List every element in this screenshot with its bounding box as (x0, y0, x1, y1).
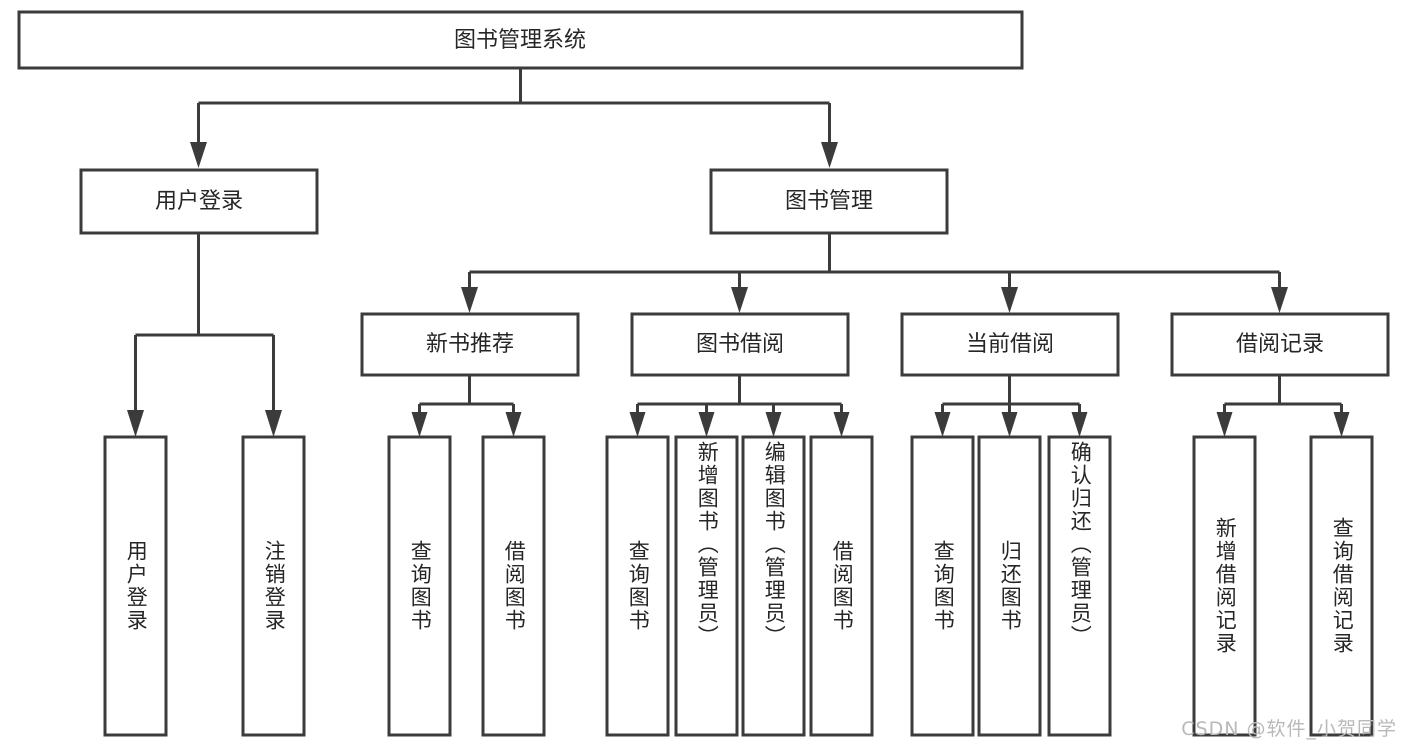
node-root-label: 图书管理系统 (454, 28, 586, 53)
leaf-box-logout-login[interactable] (241, 435, 306, 737)
connector-group-book-borrow (629, 375, 850, 437)
node-current-borrow-label: 当前借阅 (966, 332, 1054, 357)
node-book-management-label: 图书管理 (785, 189, 873, 214)
node-user-login-label: 用户登录 (155, 189, 243, 214)
leaf-box-query-book-3[interactable] (910, 435, 975, 737)
leaf-box-edit-book[interactable] (741, 435, 806, 737)
leaf-box-borrow-book-2[interactable] (809, 435, 874, 737)
node-borrow-record-box[interactable] (1170, 312, 1390, 377)
arrow-head-leaf-query-record (1333, 412, 1350, 437)
arrow-head-leaf-borrow-book-1 (505, 412, 522, 437)
arrow-head-book-borrow (731, 287, 748, 313)
arrow-head-leaf-borrow-book-2 (833, 412, 850, 437)
arrow-head-leaf-edit-book (765, 412, 782, 437)
connector-group-borrow-record (1216, 375, 1350, 437)
leaf-box-borrow-book-1[interactable] (481, 435, 546, 737)
node-book-management[interactable]: 图书管理 (709, 168, 949, 235)
node-current-borrow[interactable]: 当前借阅 (900, 312, 1120, 377)
arrow-head-leaf-user-login (127, 410, 144, 437)
arrow-head-new-book-recommend (461, 287, 478, 313)
leaf-box-query-record[interactable] (1309, 435, 1374, 737)
leaf-box-add-record[interactable] (1192, 435, 1257, 737)
arrow-head-current-borrow (1001, 287, 1018, 313)
connector-group-user-login (127, 233, 282, 437)
node-book-management-box[interactable] (709, 168, 949, 235)
leaf-box-query-book-1[interactable] (387, 435, 452, 737)
node-current-borrow-box[interactable] (900, 312, 1120, 377)
node-book-borrow[interactable]: 图书借阅 (630, 312, 850, 377)
arrow-head-leaf-return-book (1001, 412, 1018, 437)
arrow-head-leaf-query-book-1 (411, 412, 428, 437)
arrow-head-leaf-add-record (1216, 412, 1233, 437)
node-user-login-box[interactable] (79, 168, 319, 235)
csdn-watermark: CSDN @软件_小贺同学 (1181, 718, 1397, 740)
node-new-book-recommend-label: 新书推荐 (426, 332, 514, 357)
node-book-borrow-box[interactable] (630, 312, 850, 377)
node-root[interactable]: 图书管理系统 (17, 10, 1024, 70)
connector-group-new-book-recommend (411, 375, 522, 437)
arrow-head-leaf-logout-login (265, 410, 282, 437)
arrow-head-leaf-add-book (698, 412, 715, 437)
connector-group-book-management (461, 234, 1288, 313)
node-new-book-recommend[interactable]: 新书推荐 (360, 312, 580, 377)
arrow-head-borrow-record (1271, 287, 1288, 313)
node-book-borrow-label: 图书借阅 (696, 332, 784, 357)
arrow-head-leaf-confirm-return (1071, 412, 1088, 437)
arrow-head-leaf-query-book-3 (934, 412, 951, 437)
node-root-box[interactable] (17, 10, 1024, 70)
arrow-head-book-management (821, 142, 838, 168)
arrow-head-leaf-query-book-2 (629, 412, 646, 437)
node-user-login[interactable]: 用户登录 (79, 168, 319, 235)
node-new-book-recommend-box[interactable] (360, 312, 580, 377)
leaf-box-return-book[interactable] (977, 435, 1042, 737)
leaf-box-confirm-return[interactable] (1047, 435, 1112, 737)
leaf-box-user-login[interactable] (103, 435, 168, 737)
node-borrow-record[interactable]: 借阅记录 (1170, 312, 1390, 377)
connector-group-current-borrow (934, 375, 1088, 437)
leaf-box-add-book[interactable] (674, 435, 739, 737)
leaf-box-query-book-2[interactable] (605, 435, 670, 737)
connector-group-root (190, 68, 838, 168)
arrow-head-user-login (190, 142, 207, 168)
node-borrow-record-label: 借阅记录 (1236, 332, 1324, 357)
